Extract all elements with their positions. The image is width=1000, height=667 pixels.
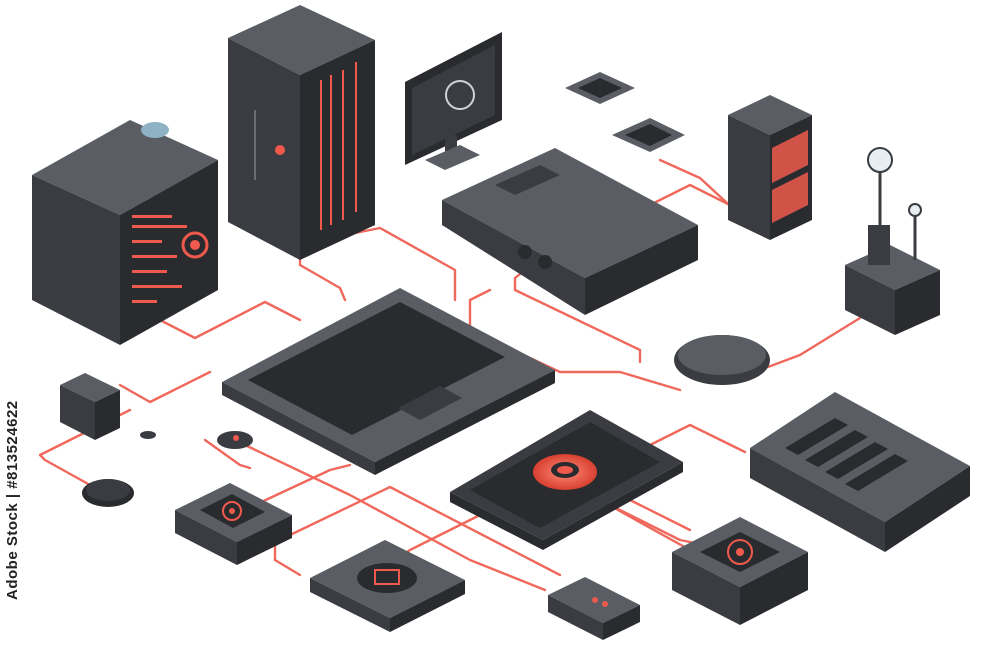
router-icon bbox=[175, 483, 292, 565]
server-tower-icon bbox=[32, 120, 218, 345]
hub-icon bbox=[310, 540, 465, 632]
hub-icon bbox=[845, 147, 940, 335]
monitor-icon bbox=[405, 32, 502, 170]
storage-array-icon bbox=[728, 95, 812, 240]
laptop-keyboard-icon bbox=[222, 288, 555, 475]
sensor-icon bbox=[217, 431, 253, 449]
sensor-icon bbox=[565, 72, 685, 152]
usb-drive-icon bbox=[548, 577, 640, 640]
side-label: Adobe Stock | #813524622 bbox=[4, 400, 21, 600]
server-rack-icon bbox=[750, 392, 970, 552]
mouse-icon bbox=[674, 335, 770, 385]
power-adapter-icon bbox=[60, 373, 156, 507]
tablet-icon bbox=[450, 410, 683, 550]
network-switch-icon bbox=[442, 148, 698, 315]
router-icon bbox=[672, 517, 808, 625]
rack-cabinet-icon bbox=[228, 5, 375, 260]
